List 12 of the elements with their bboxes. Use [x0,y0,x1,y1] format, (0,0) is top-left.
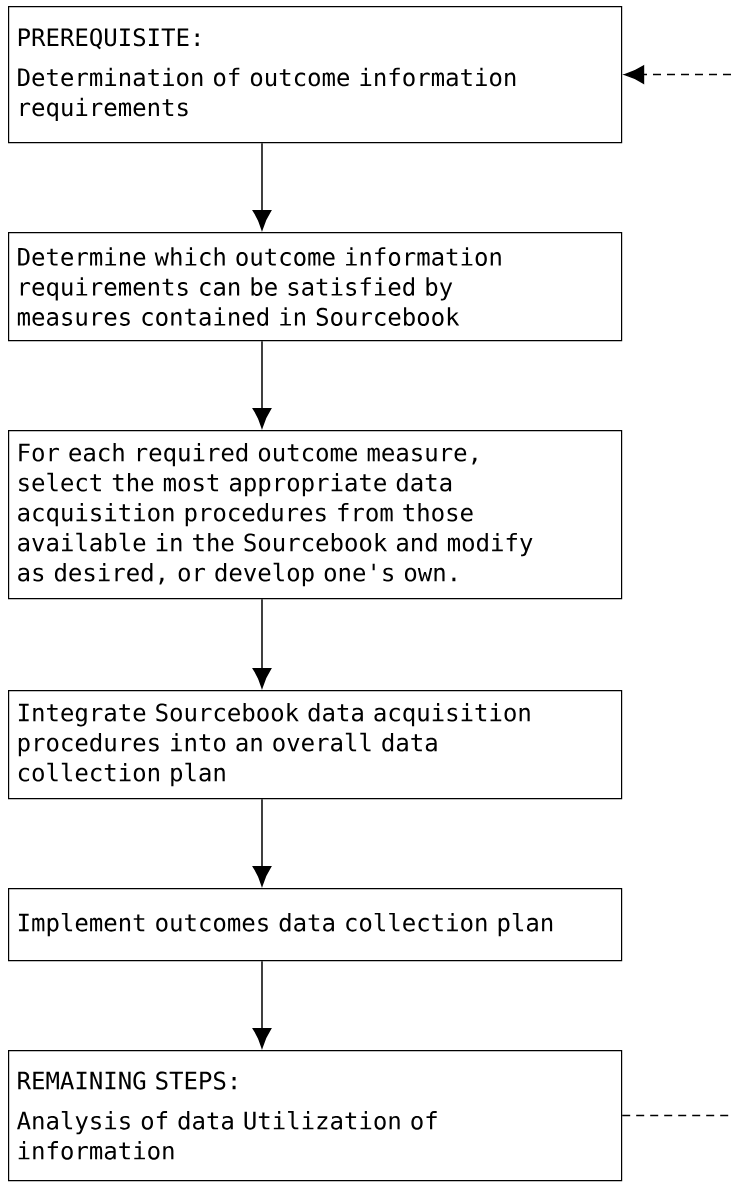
arrow [252,142,272,231]
arrow [252,340,272,429]
process-box: PREREQUISITE: Determination of outcome information requirements [8,6,623,144]
process-box: Implement outcomes data collection plan [8,888,623,962]
arrow [252,798,272,887]
process-box: For each required outcome measure, select the most appropriate data acquisition procedures from those available in the Sourcebook and modify as desired, or develop one's own. [8,430,623,600]
arrow [252,960,272,1049]
process-box: Integrate Sourcebook data acquisition procedures into an overall data collection plan [8,690,623,800]
process-box: REMAINING STEPS: Analysis of data Utilization of information [8,1050,623,1182]
arrow [624,65,731,84]
arrow [252,598,272,689]
process-box: Determine which outcome information requirements can be satisfied by measures contained in Sourcebook [8,232,623,342]
